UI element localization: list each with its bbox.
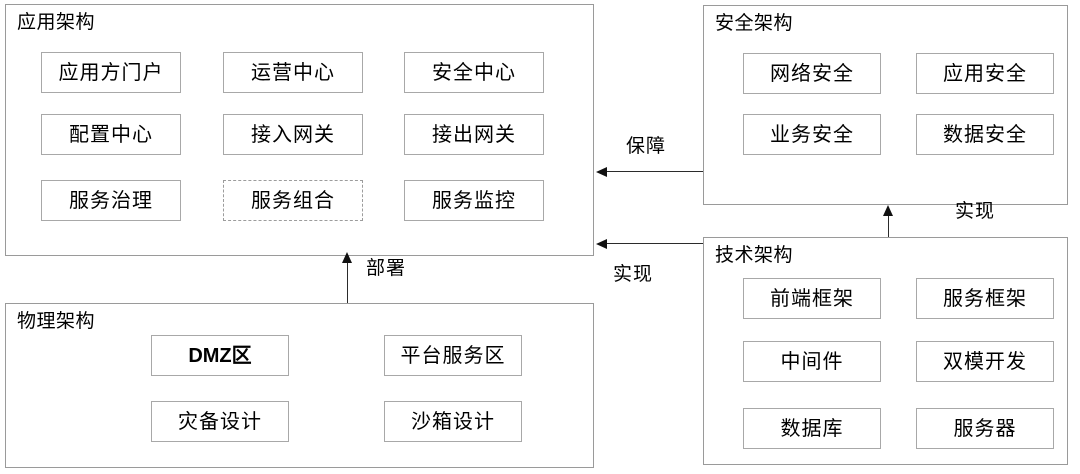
node-middleware[interactable]: 中间件 [743, 341, 881, 382]
node-security-center[interactable]: 安全中心 [404, 52, 544, 93]
arrow-head-security-to-application [596, 167, 607, 177]
arrow-head-technology-to-security [883, 205, 893, 216]
node-config-center[interactable]: 配置中心 [41, 114, 181, 155]
panel-application[interactable]: 应用架构 应用方门户 运营中心 安全中心 配置中心 接入网关 接出网关 服务治理… [5, 4, 594, 256]
panel-technology-title: 技术架构 [715, 245, 794, 266]
node-ingress-gateway[interactable]: 接入网关 [223, 114, 363, 155]
panel-security[interactable]: 安全架构 网络安全 应用安全 业务安全 数据安全 [703, 5, 1068, 205]
node-application-portal[interactable]: 应用方门户 [41, 52, 181, 93]
node-service-composition[interactable]: 服务组合 [223, 180, 363, 221]
node-platform-service-zone[interactable]: 平台服务区 [384, 335, 522, 376]
node-dmz-zone[interactable]: DMZ区 [151, 335, 289, 376]
node-server[interactable]: 服务器 [916, 408, 1054, 449]
edge-line-security-to-application [604, 171, 703, 172]
panel-physical-title: 物理架构 [17, 311, 96, 332]
node-service-governance[interactable]: 服务治理 [41, 180, 181, 221]
node-dual-mode-development[interactable]: 双模开发 [916, 341, 1054, 382]
arrow-head-physical-to-application [342, 252, 352, 263]
node-business-security[interactable]: 业务安全 [743, 114, 881, 155]
node-database[interactable]: 数据库 [743, 408, 881, 449]
arrow-head-technology-to-application [596, 239, 607, 249]
edge-label-technology-to-application: 实现 [613, 264, 654, 285]
node-egress-gateway[interactable]: 接出网关 [404, 114, 544, 155]
edge-line-physical-to-application [347, 261, 348, 303]
edge-label-physical-to-application: 部署 [366, 258, 407, 279]
panel-application-title: 应用架构 [17, 12, 96, 33]
edge-line-technology-to-application [604, 243, 703, 244]
node-disaster-recovery-design[interactable]: 灾备设计 [151, 401, 289, 442]
edge-label-technology-to-security: 实现 [955, 201, 996, 222]
node-service-monitoring[interactable]: 服务监控 [404, 180, 544, 221]
node-operation-center[interactable]: 运营中心 [223, 52, 363, 93]
edge-line-technology-to-security [888, 214, 889, 237]
node-frontend-framework[interactable]: 前端框架 [743, 278, 881, 319]
node-service-framework[interactable]: 服务框架 [916, 278, 1054, 319]
panel-technology[interactable]: 技术架构 前端框架 服务框架 中间件 双模开发 数据库 服务器 [703, 237, 1068, 465]
node-data-security[interactable]: 数据安全 [916, 114, 1054, 155]
node-sandbox-design[interactable]: 沙箱设计 [384, 401, 522, 442]
panel-security-title: 安全架构 [715, 13, 794, 34]
node-application-security[interactable]: 应用安全 [916, 53, 1054, 94]
edge-label-security-to-application: 保障 [626, 136, 667, 157]
node-network-security[interactable]: 网络安全 [743, 53, 881, 94]
panel-physical[interactable]: 物理架构 DMZ区 平台服务区 灾备设计 沙箱设计 [5, 303, 594, 468]
